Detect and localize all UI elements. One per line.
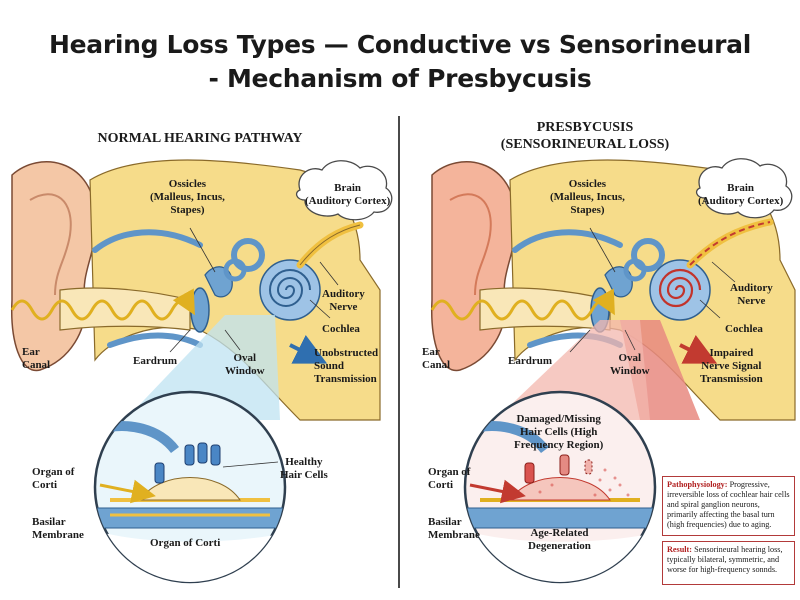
- left-label-oval-window: Oval Window: [225, 352, 265, 377]
- damaged-hair-cells: [524, 454, 593, 484]
- right-label-ossicles: Ossicles (Malleus, Incus, Stapes): [550, 178, 625, 216]
- healthy-hair-cells: [154, 442, 221, 484]
- left-label-brain: Brain (Auditory Cortex): [305, 182, 391, 207]
- right-cochlea: [649, 259, 711, 321]
- left-label-organ-of-corti-bottom: Organ of Corti: [150, 537, 221, 549]
- left-label-organ-of-corti-side: Organ of Corti: [32, 466, 75, 491]
- left-label-auditory-nerve: Auditory Nerve: [322, 288, 365, 313]
- right-label-cochlea: Cochlea: [725, 323, 763, 335]
- left-label-eardrum: Eardrum: [133, 355, 177, 367]
- left-ear-diagram: [10, 159, 393, 584]
- result-note: Result: Sensorineural hearing loss, typi…: [662, 541, 795, 585]
- pathophysiology-label: Pathophysiology:: [667, 480, 728, 489]
- left-sound-wave: [10, 288, 195, 321]
- left-eardrum: [190, 287, 210, 333]
- left-label-healthy-hair-cells: Healthy Hair Cells: [280, 456, 328, 481]
- pathophysiology-note: Pathophysiology: Progressive, irreversib…: [662, 476, 795, 536]
- right-transmission-arrow: [679, 334, 718, 364]
- left-label-transmission: Unobstructed Sound Transmission: [314, 347, 379, 385]
- right-label-basilar-membrane: Basilar Membrane: [428, 516, 480, 541]
- page-title-line2: - Mechanism of Presbycusis: [208, 64, 592, 93]
- right-label-organ-of-corti-side: Organ of Corti: [428, 466, 471, 491]
- right-label-transmission: Impaired Nerve Signal Transmission: [700, 347, 763, 385]
- left-label-cochlea: Cochlea: [322, 323, 360, 335]
- left-transmission-arrow: [289, 334, 328, 364]
- right-label-damaged-cells: Damaged/Missing Hair Cells (High Frequen…: [514, 413, 604, 451]
- left-brain: [295, 160, 393, 221]
- right-label-brain: Brain (Auditory Cortex): [698, 182, 784, 207]
- pathophysiology-text: Progressive, irreversible loss of cochle…: [667, 480, 790, 529]
- right-label-auditory-nerve: Auditory Nerve: [730, 282, 773, 307]
- left-label-basilar-membrane: Basilar Membrane: [32, 516, 84, 541]
- left-label-ear-canal: Ear Canal: [22, 346, 51, 371]
- right-brain: [695, 158, 793, 219]
- right-label-oval-window: Oval Window: [610, 352, 650, 377]
- result-label: Result:: [667, 545, 693, 554]
- result-text: Sensorineural hearing loss, typically bi…: [667, 545, 783, 574]
- right-label-eardrum: Eardrum: [508, 355, 552, 367]
- right-ear-diagram: [430, 158, 796, 584]
- left-cochlea: [259, 259, 321, 321]
- left-label-ossicles: Ossicles (Malleus, Incus, Stapes): [150, 178, 225, 216]
- left-outer-ear: [11, 161, 97, 372]
- right-label-ear-canal: Ear Canal: [422, 346, 451, 371]
- left-panel-heading: NORMAL HEARING PATHWAY: [97, 131, 303, 146]
- right-sound-wave: [430, 288, 615, 321]
- panel-divider: [398, 116, 400, 588]
- right-panel-heading: PRESBYCUSIS (SENSORINEURAL LOSS): [500, 120, 670, 152]
- page-title: Hearing Loss Types — Conductive vs Senso…: [49, 30, 751, 59]
- right-label-degeneration: Age-Related Degeneration: [528, 527, 591, 552]
- right-outer-ear: [431, 161, 517, 372]
